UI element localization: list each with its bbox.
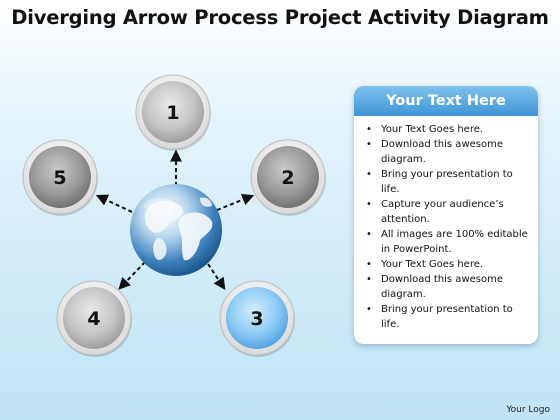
process-node-label: 2 — [281, 167, 294, 189]
text-panel: Your Text Here Your Text Goes here. Down… — [354, 86, 538, 344]
panel-bullet-item: All images are 100% editable in PowerPoi… — [362, 227, 534, 257]
panel-bullet-item: Your Text Goes here. — [362, 122, 534, 137]
panel-bullet-item: Capture your audience’s attention. — [362, 197, 534, 227]
process-node-label: 1 — [166, 102, 179, 124]
panel-bullet-item: Bring your presentation to life. — [362, 167, 534, 197]
process-node-label: 4 — [87, 308, 100, 330]
process-node-label: 5 — [53, 167, 66, 189]
panel-bullet-item: Bring your presentation to life. — [362, 302, 534, 332]
process-node-5: 5 — [22, 139, 98, 216]
process-node-4: 4 — [56, 280, 132, 357]
process-node-3: 3 — [219, 280, 295, 357]
diverging-arrow — [207, 263, 226, 290]
panel-bullet-item: Download this awesome diagram. — [362, 137, 534, 167]
globe-icon — [130, 184, 222, 276]
panel-bullet-item: Download this awesome diagram. — [362, 272, 534, 302]
diverging-arrow — [118, 261, 146, 290]
panel-bullet-list: Your Text Goes here. Download this aweso… — [362, 122, 534, 332]
page-title: Diverging Arrow Process Project Activity… — [11, 6, 549, 29]
panel-header: Your Text Here — [354, 86, 538, 116]
process-node-1: 1 — [135, 74, 211, 151]
process-node-label: 3 — [250, 308, 263, 330]
process-node-2: 2 — [250, 139, 326, 216]
logo-text: Your Logo — [506, 405, 550, 415]
diverging-arrow — [216, 193, 255, 211]
diverging-arrow — [95, 194, 133, 213]
panel-bullet-item: Your Text Goes here. — [362, 257, 534, 272]
